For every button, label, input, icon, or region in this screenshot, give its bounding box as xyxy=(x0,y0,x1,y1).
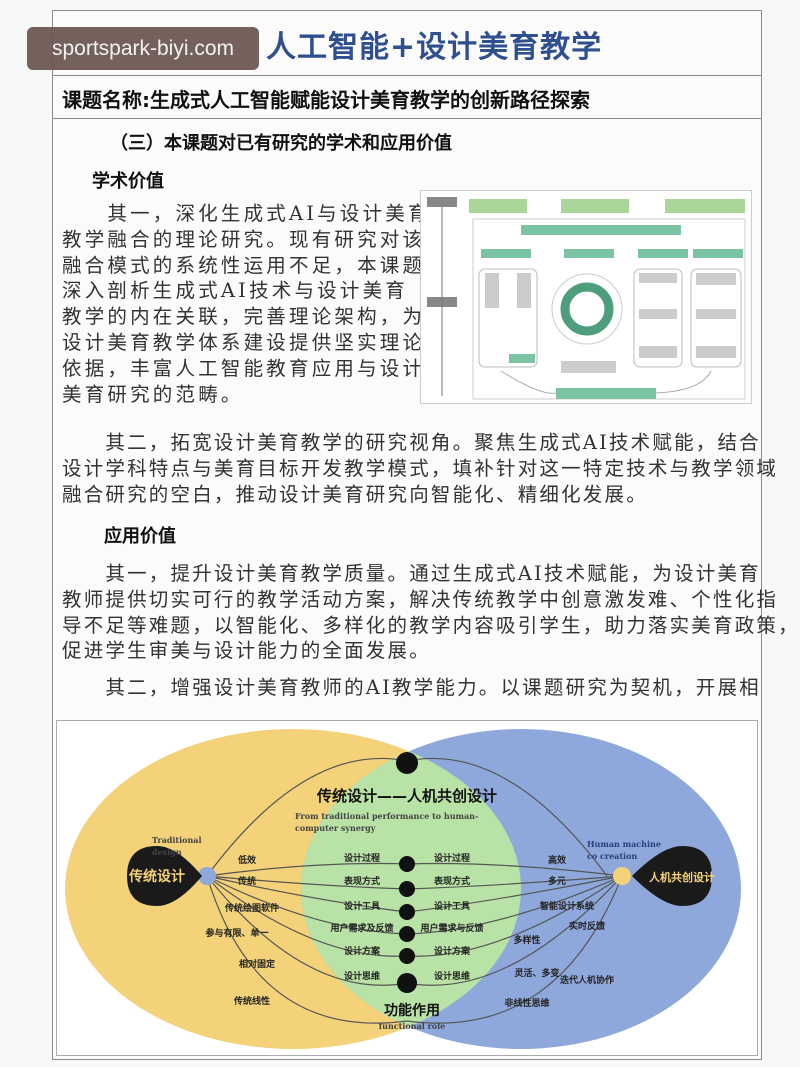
academic-paragraph-1: 其一，深化生成式AI与设计美育教学融合的理论研究。现有研究对该融合模式的系统性运… xyxy=(62,201,431,407)
text-line: 教学的内在关联，完善理论架构，为 xyxy=(62,305,426,329)
right-en-label: co creation xyxy=(587,851,637,861)
section-heading: （三）本课题对已有研究的学术和应用价值 xyxy=(110,133,452,154)
text-line: 融合模式的系统性运用不足，本课题 xyxy=(62,253,426,277)
divider xyxy=(52,75,762,76)
right-outer-label: 多样性 xyxy=(513,934,540,946)
venn-title: 传统设计——人机共创设计 xyxy=(316,787,497,805)
center-left-label: 表现方式 xyxy=(343,875,380,887)
left-outer-label: 相对固定 xyxy=(239,958,276,970)
left-en-label: design xyxy=(152,847,182,857)
text-line: 其一，提升设计美育教学质量。通过生成式AI技术赋能，为设计美育 xyxy=(62,562,761,585)
text-line: 美育研究的范畴。 xyxy=(62,382,244,406)
center-right-label: 设计方案 xyxy=(434,945,471,957)
watermark: sportspark-biyi.com xyxy=(27,27,259,70)
center-right-label: 设计工具 xyxy=(434,900,470,912)
center-right-label: 设计过程 xyxy=(434,852,470,864)
text-line: 教学融合的理论研究。现有研究对该 xyxy=(62,227,426,251)
text-line: 其一，深化生成式AI与设计美育 xyxy=(62,202,431,225)
right-en-label: Human machine xyxy=(587,839,661,849)
page-title: 人工智能+设计美育教学 xyxy=(266,30,603,65)
center-left-label: 设计思维 xyxy=(344,970,380,982)
right-outer-label: 高效 xyxy=(548,854,567,866)
text-line: 促进学生审美与设计能力的全面发展。 xyxy=(62,639,431,663)
text-line: 设计美育教学体系建设提供坚实理论 xyxy=(62,330,426,354)
right-outer-label: 多元 xyxy=(548,875,566,887)
left-outer-label: 传统线性 xyxy=(233,995,270,1007)
applied-paragraph-2: 其二，增强设计美育教师的AI教学能力。以课题研究为契机，开展相 xyxy=(62,675,761,701)
project-title: 课题名称:生成式人工智能赋能设计美育教学的创新路径探索 xyxy=(62,88,590,112)
center-left-label: 设计工具 xyxy=(344,900,380,912)
text-line: 教师提供切实可行的教学活动方案，解决传统教学中创意激发难、个性化指 xyxy=(62,587,779,611)
right-outer-label: 非线性思维 xyxy=(504,997,549,1009)
bottom-label: 功能作用 xyxy=(384,1002,440,1019)
right-outer-label: 智能设计系统 xyxy=(540,900,594,912)
left-outer-label: 参与有限、单一 xyxy=(205,927,268,939)
divider xyxy=(52,118,762,119)
bottom-en-label: functional role xyxy=(379,1021,446,1031)
left-node-label: 传统设计 xyxy=(128,868,185,885)
left-outer-label: 传统绘图软件 xyxy=(224,902,279,914)
center-left-label: 设计过程 xyxy=(344,852,380,864)
text-line: 其二，拓宽设计美育教学的研究视角。聚焦生成式AI技术赋能，结合 xyxy=(62,431,761,454)
research-framework-figure xyxy=(420,190,752,404)
center-right-label: 设计思维 xyxy=(434,970,470,982)
academic-heading: 学术价值 xyxy=(92,171,164,192)
text-line: 依据，丰富人工智能教育应用与设计 xyxy=(62,356,426,380)
text-line: 导不足等难题，以智能化、多样化的教学内容吸引学生，助力落实美育政策， xyxy=(62,613,800,637)
venn-diagram-figure: 传统设计 人机共创设计 传统设计——人机共创设计 From traditiona… xyxy=(56,720,758,1056)
text-line: 设计学科特点与美育目标开发教学模式，填补针对这一特定技术与教学领域 xyxy=(62,456,779,480)
text-line: 其二，增强设计美育教师的AI教学能力。以课题研究为契机，开展相 xyxy=(62,676,761,699)
text-line: 融合研究的空白，推动设计美育研究向智能化、精细化发展。 xyxy=(62,482,648,506)
right-outer-label: 灵活、多变 xyxy=(513,967,559,979)
text-line: 深入剖析生成式AI技术与设计美育 xyxy=(62,279,408,303)
applied-heading: 应用价值 xyxy=(104,526,176,547)
right-node-label: 人机共创设计 xyxy=(649,870,715,884)
overlap-region xyxy=(301,729,521,1049)
center-right-label: 表现方式 xyxy=(433,875,470,887)
left-en-label: Traditional xyxy=(152,835,202,845)
left-outer-label: 低效 xyxy=(237,854,257,866)
venn-subtitle: computer synergy xyxy=(295,823,376,833)
right-outer-label: 迭代人机协作 xyxy=(560,974,614,986)
left-outer-label: 传统 xyxy=(237,875,256,887)
center-left-label: 用户需求及反馈 xyxy=(329,922,393,934)
center-right-label: 用户需求与反馈 xyxy=(419,922,483,934)
right-outer-label: 实时反馈 xyxy=(569,920,605,932)
venn-subtitle: From traditional performance to human- xyxy=(295,811,478,821)
academic-paragraph-2: 其二，拓宽设计美育教学的研究视角。聚焦生成式AI技术赋能，结合设计学科特点与美育… xyxy=(62,430,778,507)
center-left-label: 设计方案 xyxy=(344,945,381,957)
applied-paragraph-1: 其一，提升设计美育教学质量。通过生成式AI技术赋能，为设计美育教师提供切实可行的… xyxy=(62,561,800,664)
